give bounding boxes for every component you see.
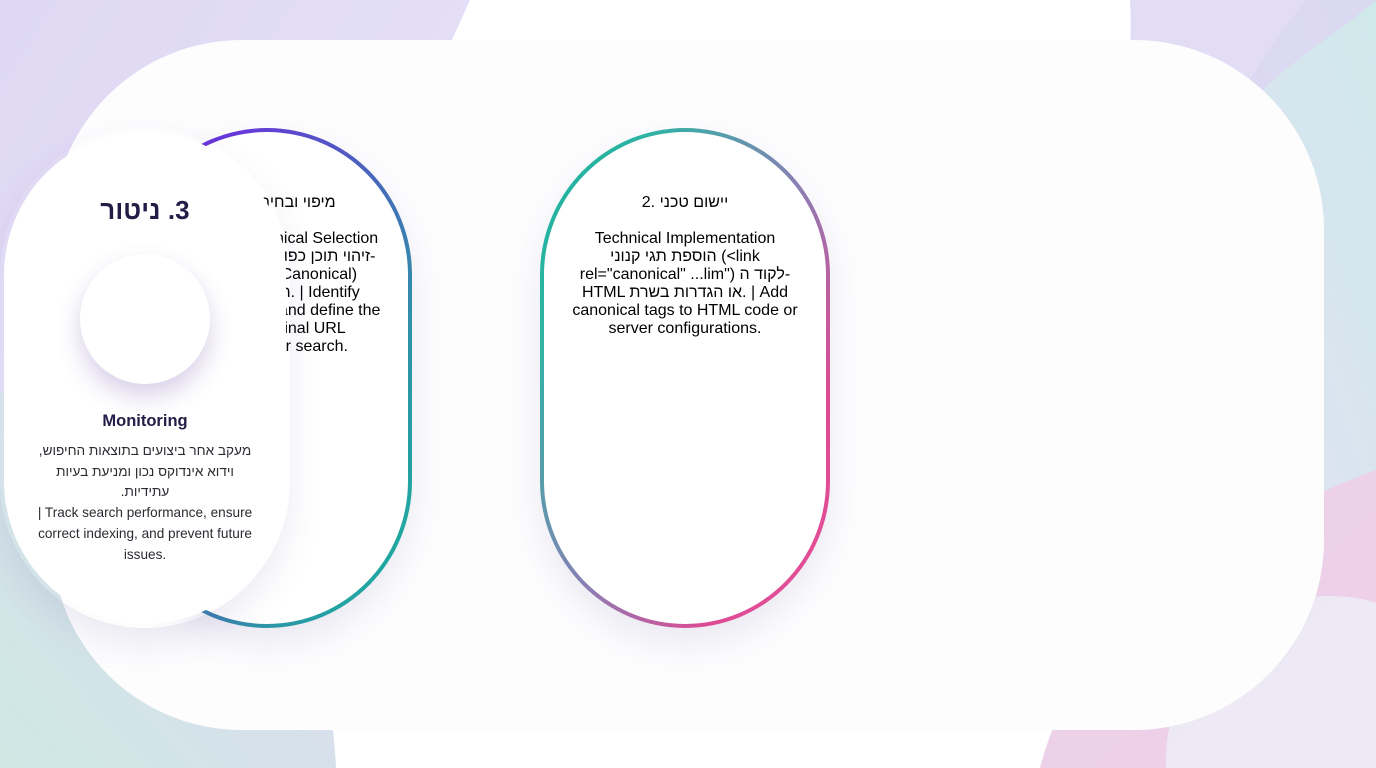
- step-card-2[interactable]: 2. יישום טכני Technical Implementation ה…: [540, 128, 830, 628]
- step-title-2: 2. יישום טכני: [641, 194, 729, 211]
- step-body-3: מעקב אחר ביצועים בתוצאות החיפוש, וידוא א…: [30, 441, 260, 566]
- step-card-3[interactable]: 3. ניטור Monitoring מעקב אחר ביצועים בתו…: [0, 128, 290, 628]
- step-subtitle-3: Monitoring: [102, 412, 188, 430]
- blob-bottom-right-circle: [1166, 596, 1376, 768]
- step-body-he-3: מעקב אחר ביצועים בתוצאות החיפוש, וידוא א…: [38, 442, 252, 500]
- step-subtitle-2: Technical Implementation: [594, 230, 776, 247]
- step-body-he-2: הוספת תגי קנוני (<link rel="canonical" .…: [579, 248, 791, 301]
- step-title-3: 3. ניטור: [100, 195, 190, 225]
- growth-chart-icon: [80, 254, 210, 384]
- step-body-2: הוספת תגי קנוני (<link rel="canonical" .…: [570, 248, 800, 338]
- step-body-en-2: | Add canonical tags to HTML code or ser…: [572, 284, 798, 337]
- step-body-en-3: | Track search performance, ensure corre…: [37, 505, 253, 562]
